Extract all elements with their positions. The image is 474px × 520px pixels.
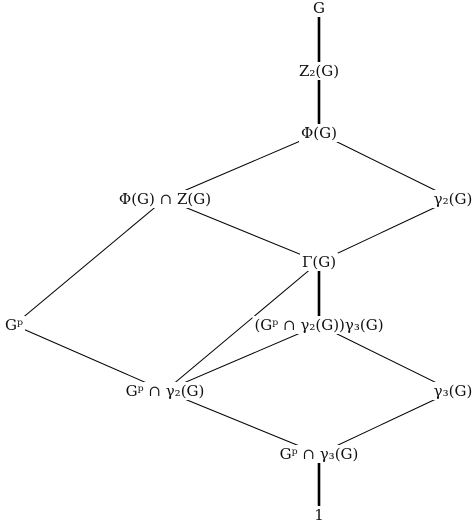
node-gamma3: γ₃(G) [431, 382, 474, 400]
node-gamma2: γ₂(G) [431, 190, 474, 208]
edge-Gamma-Gpg2 [164, 261, 320, 392]
edge-Gpg2g3-gamma3 [318, 324, 454, 392]
edge-Gpg2g3-Gpg2 [164, 324, 320, 392]
edge-gamma2-Gamma [318, 198, 454, 263]
edge-gamma3-Gpg3 [318, 390, 454, 455]
node-PhiZ: Φ(G) ∩ Z(G) [116, 190, 214, 208]
edge-Phi-PhiZ [164, 132, 320, 200]
node-Gpg2: Gᵖ ∩ γ₂(G) [123, 382, 207, 400]
node-one: 1 [312, 506, 326, 520]
node-Gamma: Γ(G) [299, 253, 339, 271]
node-Z2: Z₂(G) [296, 62, 342, 80]
edge-Phi-gamma2 [318, 132, 454, 200]
node-Gp: Gᵖ [3, 316, 25, 334]
edge-PhiZ-Gp [13, 198, 166, 326]
edge-Gpg2-Gpg3 [164, 390, 320, 455]
node-Phi: Φ(G) [299, 124, 339, 142]
node-Gpg2g3: (Gᵖ ∩ γ₂(G))γ₃(G) [252, 316, 386, 334]
edge-Gp-Gpg2 [13, 324, 166, 392]
node-G: G [311, 0, 327, 17]
edge-PhiZ-Gamma [164, 198, 320, 263]
node-Gpg3: Gᵖ ∩ γ₃(G) [277, 445, 361, 463]
